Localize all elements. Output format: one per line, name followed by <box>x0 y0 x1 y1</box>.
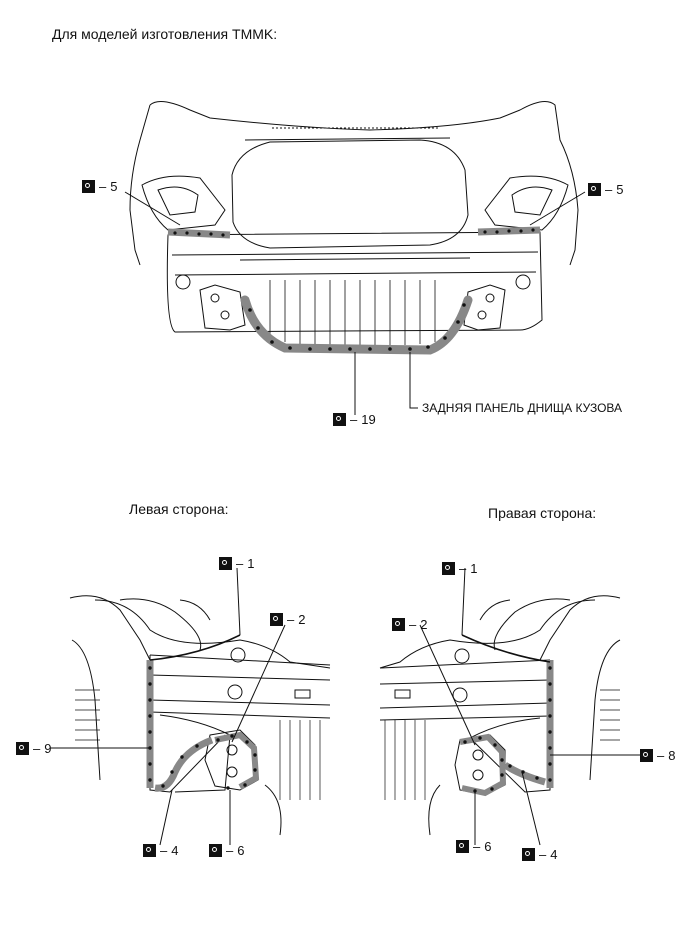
spot-weld-icon <box>270 613 283 626</box>
callout-dash: – <box>657 748 665 763</box>
callout-number: 6 <box>484 839 492 854</box>
page-title: Для моделей изготовления TMMK: <box>52 26 278 42</box>
callout-dash: – <box>160 843 168 858</box>
callout-right-6: – 6 <box>456 840 491 853</box>
callout-number: 5 <box>616 182 624 197</box>
spot-weld-icon <box>640 749 653 762</box>
spot-weld-icon <box>456 840 469 853</box>
spot-weld-icon <box>333 413 346 426</box>
callout-left-2: – 2 <box>270 613 305 626</box>
right-side-view <box>379 595 621 836</box>
callout-number: 1 <box>247 556 255 571</box>
callout-number: 19 <box>361 412 376 427</box>
callout-dash: – <box>33 741 41 756</box>
callout-number: 2 <box>420 617 428 632</box>
callout-dash: – <box>473 839 481 854</box>
callout-left-1: – 1 <box>219 557 254 570</box>
left-leaders <box>50 567 286 846</box>
callout-dash: – <box>350 412 358 427</box>
callout-dash: – <box>226 843 234 858</box>
part-label: ЗАДНЯЯ ПАНЕЛЬ ДНИЩА КУЗОВА <box>422 401 623 415</box>
spot-weld-icon <box>588 183 601 196</box>
callout-dash: – <box>605 182 613 197</box>
spot-weld-icon <box>219 557 232 570</box>
callout-number: 1 <box>470 561 478 576</box>
left-weld-dots <box>148 666 257 790</box>
spot-weld-icon <box>442 562 455 575</box>
spot-weld-icon <box>82 180 95 193</box>
right-side-label: Правая сторона: <box>488 505 597 521</box>
callout-dash: – <box>459 561 467 576</box>
callout-dash: – <box>539 847 547 862</box>
callout-top-19: – 19 <box>333 413 376 426</box>
callout-dash: – <box>236 556 244 571</box>
callout-number: 9 <box>44 741 52 756</box>
spot-weld-icon <box>392 618 405 631</box>
top-view-body <box>129 100 579 355</box>
callout-right-8: – 8 <box>640 749 675 762</box>
callout-left-6: – 6 <box>209 844 244 857</box>
spot-weld-icon <box>143 844 156 857</box>
callout-dash: – <box>409 617 417 632</box>
callout-right-4: – 4 <box>522 848 557 861</box>
callout-dash: – <box>99 179 107 194</box>
callout-top-left-5: – 5 <box>82 180 117 193</box>
callout-number: 8 <box>668 748 676 763</box>
callout-top-right-5: – 5 <box>588 183 623 196</box>
callout-right-1: – 1 <box>442 562 477 575</box>
callout-right-2: – 2 <box>392 618 427 631</box>
spot-weld-icon <box>522 848 535 861</box>
spot-weld-icon <box>209 844 222 857</box>
top-weld-dots <box>173 228 535 351</box>
top-leaders <box>124 191 586 415</box>
left-side-view <box>69 595 331 836</box>
callout-number: 4 <box>550 847 558 862</box>
callout-left-4: – 4 <box>143 844 178 857</box>
callout-number: 6 <box>237 843 245 858</box>
callout-left-9: – 9 <box>16 742 51 755</box>
left-side-label: Левая сторона: <box>129 501 229 517</box>
callout-number: 2 <box>298 612 306 627</box>
right-weld-dots <box>463 666 552 793</box>
callout-number: 5 <box>110 179 118 194</box>
right-leaders <box>419 567 640 846</box>
spot-weld-icon <box>16 742 29 755</box>
callout-dash: – <box>287 612 295 627</box>
callout-number: 4 <box>171 843 179 858</box>
